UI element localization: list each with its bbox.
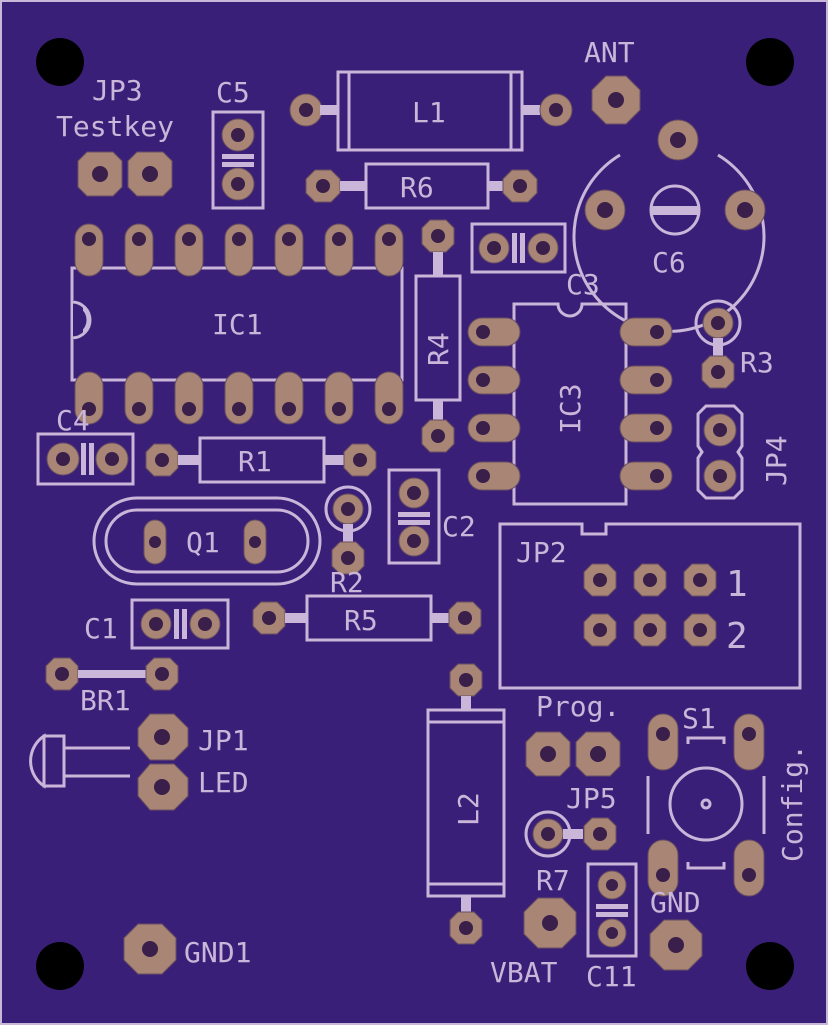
jp4-label: JP4 xyxy=(760,435,793,486)
r1-resistor: R1 xyxy=(145,436,377,484)
c3-label: C3 xyxy=(566,268,600,301)
c5-capacitor: C5 xyxy=(211,76,265,210)
gnd-pad: GND xyxy=(649,886,703,971)
ic3-chip: IC3 xyxy=(467,302,673,506)
ic1-label: IC1 xyxy=(212,308,263,341)
gnd-label: GND xyxy=(650,886,701,919)
c2-label: C2 xyxy=(442,510,476,543)
c5-label: C5 xyxy=(216,76,250,109)
s1-switch: S1 Config. xyxy=(646,702,809,897)
r4-resistor: R4 xyxy=(414,219,462,453)
r5-resistor: R5 xyxy=(252,594,482,642)
c6-label: C6 xyxy=(652,246,686,279)
r1-label: R1 xyxy=(238,445,272,478)
br1-bridge: BR1 xyxy=(45,657,179,717)
prog-label: Prog. xyxy=(536,690,620,723)
jp5-label: JP5 xyxy=(566,782,617,815)
r4-label: R4 xyxy=(422,332,455,366)
l1-inductor: L1 xyxy=(289,70,573,152)
mount-hole-top-right xyxy=(746,38,794,86)
r6-resistor: R6 xyxy=(305,162,538,210)
ic1-top-pins xyxy=(74,223,404,277)
led-label: LED xyxy=(198,766,249,799)
config-label: Config. xyxy=(776,744,809,862)
prog-jumper: Prog. xyxy=(525,690,621,777)
c3-capacitor: C3 xyxy=(470,222,600,301)
ic1-bottom-pins xyxy=(74,371,404,425)
c1-label: C1 xyxy=(84,612,118,645)
c4-label: C4 xyxy=(56,404,90,437)
l1-label: L1 xyxy=(412,96,446,129)
c11-capacitor: C11 xyxy=(586,862,638,993)
vbat-label: VBAT xyxy=(490,956,558,989)
jp3-label: JP3 xyxy=(92,74,143,107)
gnd1-pad: GND1 xyxy=(123,923,251,975)
q1-label: Q1 xyxy=(186,526,220,559)
mount-hole-bottom-right xyxy=(746,942,794,990)
r7-label: R7 xyxy=(536,864,570,897)
r3-label: R3 xyxy=(740,346,774,379)
ic3-label: IC3 xyxy=(554,383,587,434)
mounting-holes xyxy=(36,38,794,990)
c1-capacitor: C1 xyxy=(84,598,230,650)
jp4-jumper: JP4 xyxy=(696,404,793,500)
testkey-label: Testkey xyxy=(56,110,174,143)
jp2-label: JP2 xyxy=(516,536,567,569)
r2-label: R2 xyxy=(330,566,364,599)
r5-label: R5 xyxy=(344,604,378,637)
ant-label: ANT xyxy=(584,36,635,69)
br1-label: BR1 xyxy=(80,684,131,717)
gnd1-label: GND1 xyxy=(184,936,251,969)
r3-resistor: R3 xyxy=(694,299,774,389)
jp1-led: JP1 LED xyxy=(29,713,249,811)
jp2-row1-label: 1 xyxy=(726,564,748,605)
l2-label: L2 xyxy=(452,792,485,826)
jp1-label: JP1 xyxy=(198,724,249,757)
c2-capacitor: C2 xyxy=(387,468,476,565)
c4-capacitor: C4 xyxy=(36,404,135,486)
jp3-testkey: JP3 Testkey xyxy=(56,74,174,197)
q1-crystal: Q1 xyxy=(92,496,322,586)
r7-vbat: R7 VBAT xyxy=(490,864,577,989)
mount-hole-bottom-left xyxy=(36,942,84,990)
ant-antenna: ANT xyxy=(584,36,641,125)
r2-resistor: R2 xyxy=(324,485,372,599)
jp2-row2-label: 2 xyxy=(726,616,748,657)
jp2-header: JP2 1 2 xyxy=(498,522,802,690)
l2-inductor: L2 xyxy=(426,663,506,945)
s1-label: S1 xyxy=(682,702,716,735)
c11-label: C11 xyxy=(586,960,637,993)
r6-label: R6 xyxy=(400,171,434,204)
mount-hole-top-left xyxy=(36,38,84,86)
jp5-jumper: JP5 xyxy=(524,782,617,858)
